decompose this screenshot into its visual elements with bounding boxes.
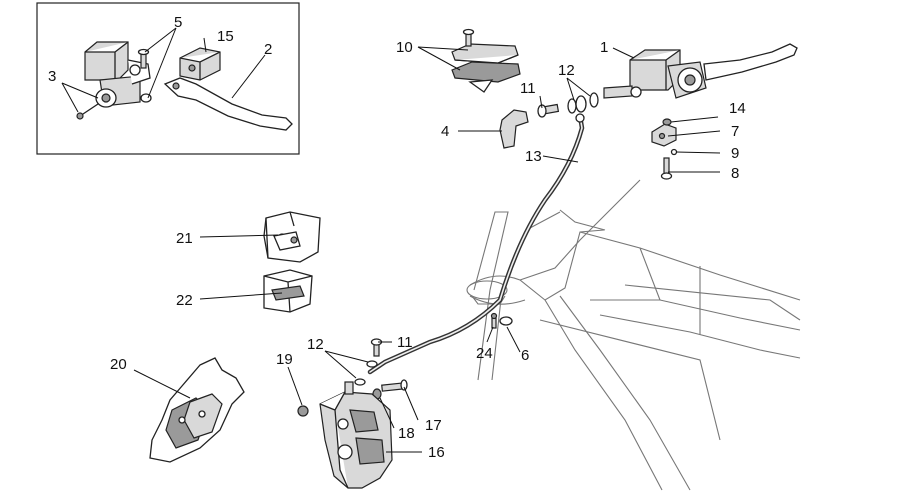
banjo-bolt-11-top — [537, 103, 560, 118]
label-13: 13 — [525, 148, 542, 165]
label-4: 4 — [441, 123, 449, 140]
bracket-7 — [651, 123, 677, 147]
label-12-lower: 12 — [307, 336, 324, 353]
label-11-top: 11 — [520, 80, 536, 97]
leader-lines — [61, 27, 721, 453]
repair-kit-21 — [263, 211, 321, 263]
label-21: 21 — [176, 230, 193, 247]
label-5: 5 — [174, 14, 182, 31]
label-12-top: 12 — [558, 62, 575, 79]
label-24: 24 — [476, 345, 493, 362]
label-18: 18 — [398, 425, 415, 442]
washer-12-lower-b — [354, 378, 366, 386]
label-3: 3 — [48, 68, 56, 85]
label-6: 6 — [521, 347, 529, 364]
reservoir-cap-10 — [451, 28, 521, 93]
label-1: 1 — [600, 39, 608, 56]
label-11-lower: 11 — [397, 334, 413, 351]
cap-4 — [499, 109, 529, 149]
banjo-bolt-11-lower — [370, 338, 383, 357]
inset-master-cylinder — [76, 41, 151, 120]
label-19: 19 — [276, 351, 293, 368]
clamp-24 — [490, 312, 498, 329]
washer-19 — [297, 405, 309, 417]
washers-12-top — [567, 92, 599, 114]
washer-12-lower-a — [366, 360, 378, 368]
pad-kit-20 — [149, 357, 245, 463]
bolt-17 — [381, 379, 408, 392]
screw-8 — [660, 157, 673, 180]
washer-9 — [670, 148, 678, 156]
master-cylinder-1 — [603, 49, 707, 99]
label-7: 7 — [731, 123, 739, 140]
brake-caliper-16 — [319, 381, 393, 489]
inset-lever-2 — [163, 77, 293, 131]
label-22: 22 — [176, 292, 193, 309]
label-17: 17 — [425, 417, 442, 434]
brake-hose-13 — [367, 113, 585, 375]
label-14: 14 — [729, 100, 746, 117]
label-9: 9 — [731, 145, 739, 162]
label-20: 20 — [110, 356, 127, 373]
label-16: 16 — [428, 444, 445, 461]
clip-6 — [499, 316, 513, 326]
label-8: 8 — [731, 165, 739, 182]
label-10: 10 — [396, 39, 413, 56]
callout-labels: 1 2 3 4 5 6 7 8 9 10 11 11 12 12 13 14 1… — [48, 14, 746, 461]
label-15: 15 — [217, 28, 234, 45]
inset-block-15 — [179, 47, 221, 81]
nut-14 — [662, 118, 672, 126]
frame-outline — [466, 179, 801, 491]
brake-lever-1 — [703, 43, 798, 81]
label-2: 2 — [264, 41, 272, 58]
inset-frame — [36, 2, 300, 155]
repair-kit-22 — [263, 269, 313, 313]
